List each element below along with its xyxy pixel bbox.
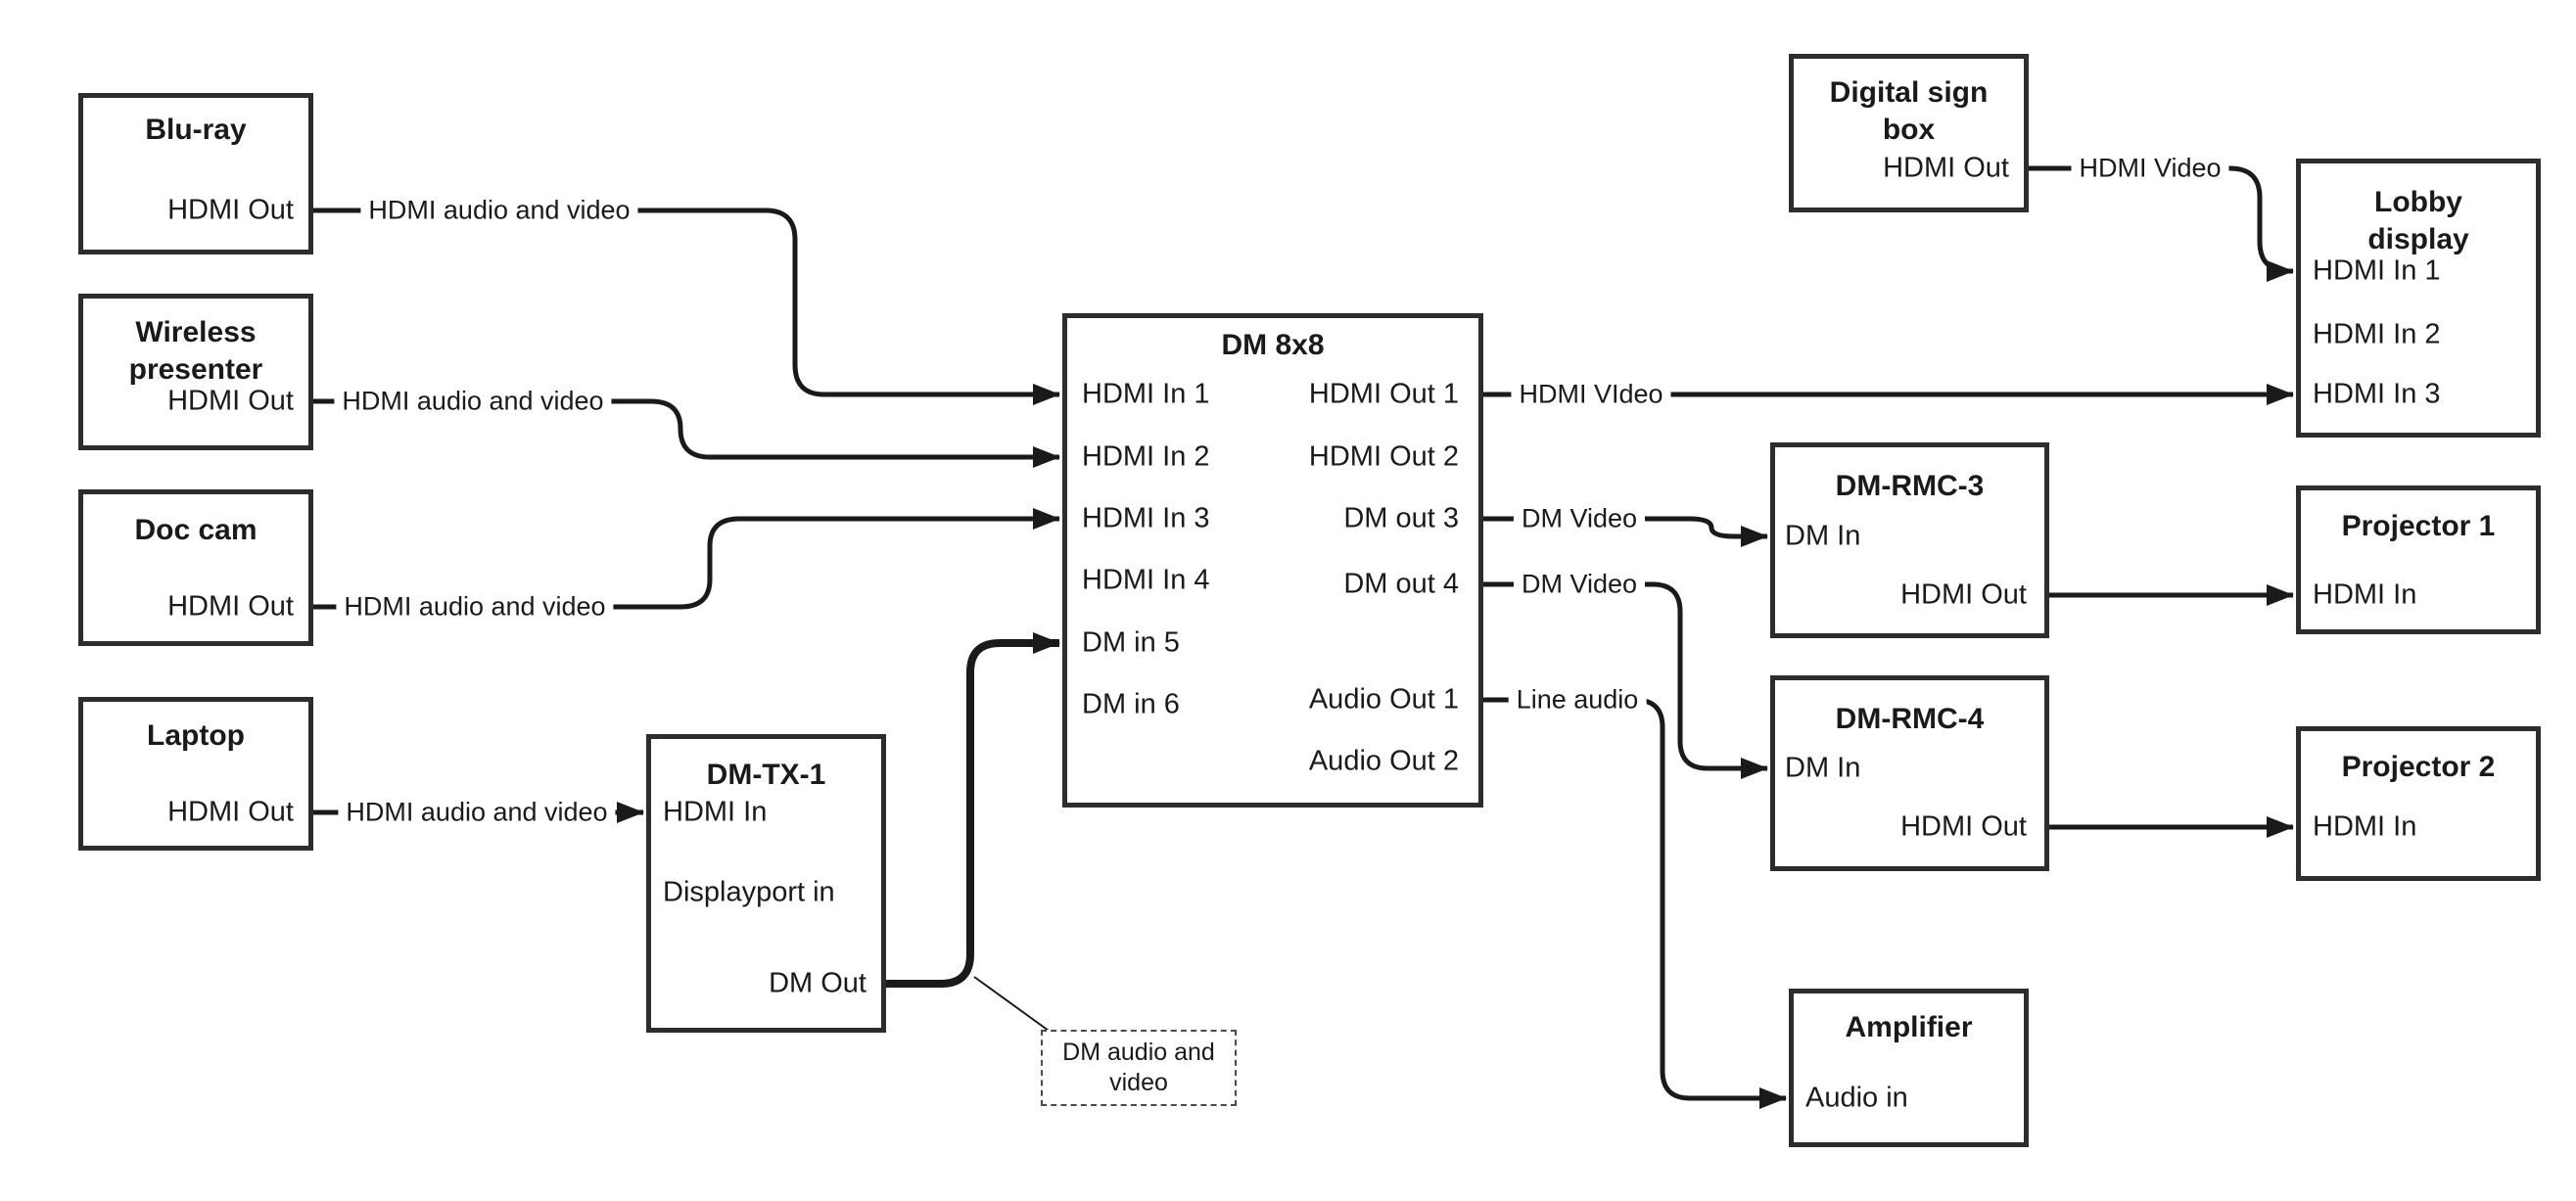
node-projector-1[interactable]: Projector 1 HDMI In xyxy=(2296,485,2541,634)
port-hdmi-out: HDMI Out xyxy=(1900,810,2027,843)
node-title: Doc cam xyxy=(134,514,258,546)
port-hdmi-out: HDMI Out xyxy=(167,194,294,226)
port-dm-out-3: DM out 3 xyxy=(1343,502,1459,534)
wire-label-hdmi-av-laptop: HDMI audio and video xyxy=(338,797,616,828)
port-audio-out-1: Audio Out 1 xyxy=(1308,683,1459,716)
wire-label-hdmi-av-bluray: HDMI audio and video xyxy=(360,195,638,226)
port-hdmi-in-2: HDMI In 2 xyxy=(1082,440,1210,473)
wire-label-line-audio: Line audio xyxy=(1508,684,1647,716)
port-hdmi-in: HDMI In xyxy=(2313,578,2417,611)
port-hdmi-out: HDMI Out xyxy=(1900,578,2027,611)
wire-doccam-to-dm8x8-hdmi-in-3 xyxy=(313,508,1060,610)
node-title: DM-RMC-3 xyxy=(1835,470,1985,502)
port-hdmi-out: HDMI Out xyxy=(1883,152,2009,184)
node-doc-cam[interactable]: Doc cam HDMI Out xyxy=(78,489,313,646)
port-hdmi-out: HDMI Out xyxy=(167,796,294,828)
node-title: Projector 2 xyxy=(2341,751,2496,783)
wire-label-hdmi-video-signbox: HDMI Video xyxy=(2071,153,2229,184)
wire-signbox-to-lobby-hdmi-in-1 xyxy=(2029,165,2294,282)
wire-dmtx1-dm-out-to-dm8x8-dm-in-5 xyxy=(886,632,1060,988)
port-hdmi-in: HDMI In xyxy=(2313,810,2417,843)
port-dm-in: DM In xyxy=(1785,520,1861,552)
node-amplifier[interactable]: Amplifier Audio in xyxy=(1789,989,2029,1147)
node-dm-rmc-3[interactable]: DM-RMC-3 DM In HDMI Out xyxy=(1770,442,2049,638)
wire-bluray-to-dm8x8-hdmi-in-1 xyxy=(313,208,1060,405)
port-hdmi-in: HDMI In xyxy=(663,796,768,828)
port-hdmi-in-3: HDMI In 3 xyxy=(1082,502,1210,534)
wire-label-hdmi-video-out1: HDMI VIdeo xyxy=(1511,379,1671,410)
node-title: DM-RMC-4 xyxy=(1835,703,1985,735)
wire-dm8x8-dm-out-3-to-rmc3-dm-in xyxy=(1483,516,1768,547)
wire-label-dm-video-out3: DM Video xyxy=(1513,503,1646,534)
wire-label-dm-video-out4: DM Video xyxy=(1513,569,1646,600)
port-hdmi-out-2: HDMI Out 2 xyxy=(1308,440,1459,473)
port-dm-in: DM In xyxy=(1785,752,1861,784)
node-laptop[interactable]: Laptop HDMI Out xyxy=(78,697,313,851)
node-dm-tx-1[interactable]: DM-TX-1 HDMI In Displayport in DM Out xyxy=(646,734,886,1033)
node-bluray[interactable]: Blu-ray HDMI Out xyxy=(78,93,313,254)
port-dm-in-5: DM in 5 xyxy=(1082,626,1180,659)
port-hdmi-out: HDMI Out xyxy=(167,385,294,417)
wire-wireless-to-dm8x8-hdmi-in-2 xyxy=(313,398,1060,468)
annotation-leader-line xyxy=(973,976,1056,1037)
node-dm-rmc-4[interactable]: DM-RMC-4 DM In HDMI Out xyxy=(1770,675,2049,871)
wire-dm8x8-audio-out-1-to-amp-audio-in xyxy=(1483,697,1787,1109)
node-title: Amplifier xyxy=(1845,1011,1973,1043)
port-hdmi-out-1: HDMI Out 1 xyxy=(1308,378,1459,410)
port-dm-out: DM Out xyxy=(769,967,866,999)
node-title: DM 8x8 xyxy=(1221,329,1325,361)
wire-dm8x8-dm-out-4-to-rmc4-dm-in xyxy=(1483,581,1768,779)
port-dm-in-6: DM in 6 xyxy=(1082,688,1180,720)
port-audio-out-2: Audio Out 2 xyxy=(1308,745,1459,777)
node-projector-2[interactable]: Projector 2 HDMI In xyxy=(2296,726,2541,881)
port-dm-out-4: DM out 4 xyxy=(1343,568,1459,600)
port-displayport-in: Displayport in xyxy=(663,876,835,908)
port-audio-in: Audio in xyxy=(1805,1082,1908,1114)
node-dm-8x8[interactable]: DM 8x8 HDMI In 1 HDMI In 2 HDMI In 3 HDM… xyxy=(1062,313,1483,808)
port-hdmi-out: HDMI Out xyxy=(167,590,294,623)
port-hdmi-in-1: HDMI In 1 xyxy=(2313,254,2441,287)
port-hdmi-in-2: HDMI In 2 xyxy=(2313,318,2441,350)
wire-label-hdmi-av-wireless: HDMI audio and video xyxy=(334,386,612,417)
wire-label-hdmi-av-doccam: HDMI audio and video xyxy=(336,591,614,623)
annotation-dm-audio-and-video: DM audio and video xyxy=(1041,1030,1237,1106)
node-title: Blu-ray xyxy=(145,114,247,146)
annotation-text: DM audio and xyxy=(1062,1039,1215,1066)
port-hdmi-in-1: HDMI In 1 xyxy=(1082,378,1210,410)
port-hdmi-in-4: HDMI In 4 xyxy=(1082,564,1210,596)
port-hdmi-in-3: HDMI In 3 xyxy=(2313,378,2441,410)
node-title: Projector 1 xyxy=(2341,510,2496,542)
annotation-text: video xyxy=(1109,1069,1168,1096)
node-title: Laptop xyxy=(147,719,245,752)
node-title: DM-TX-1 xyxy=(706,759,826,791)
